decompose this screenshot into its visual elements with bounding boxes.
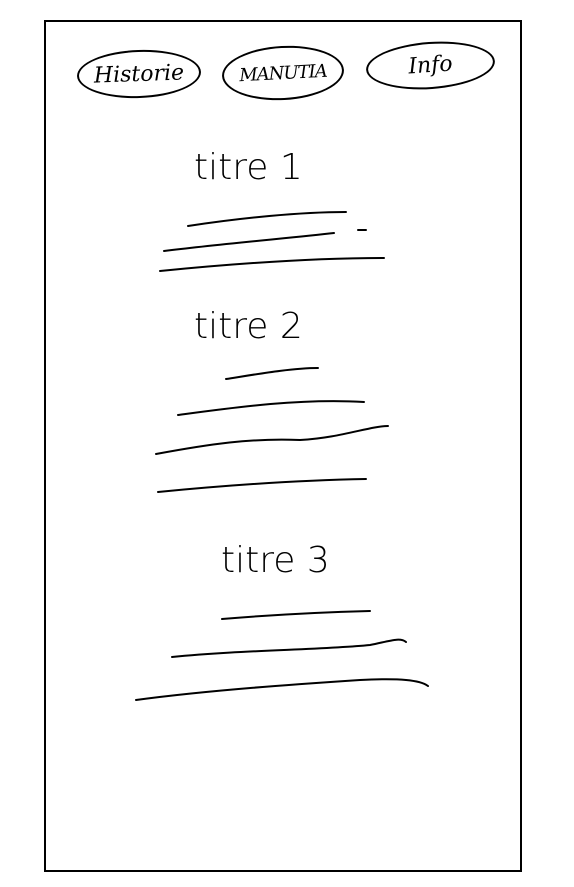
nav-button-historie[interactable]: Historie <box>76 47 202 101</box>
page-frame: Historie MANUTIA Info titre 1 titre 2 ti… <box>44 20 522 872</box>
section-title-3: titre 3 <box>221 540 330 581</box>
section-title-2: titre 2 <box>194 306 303 347</box>
section-title-1: titre 1 <box>194 147 303 188</box>
nav-button-info[interactable]: Info <box>364 37 497 94</box>
nav-button-manutia[interactable]: MANUTIA <box>220 42 346 104</box>
